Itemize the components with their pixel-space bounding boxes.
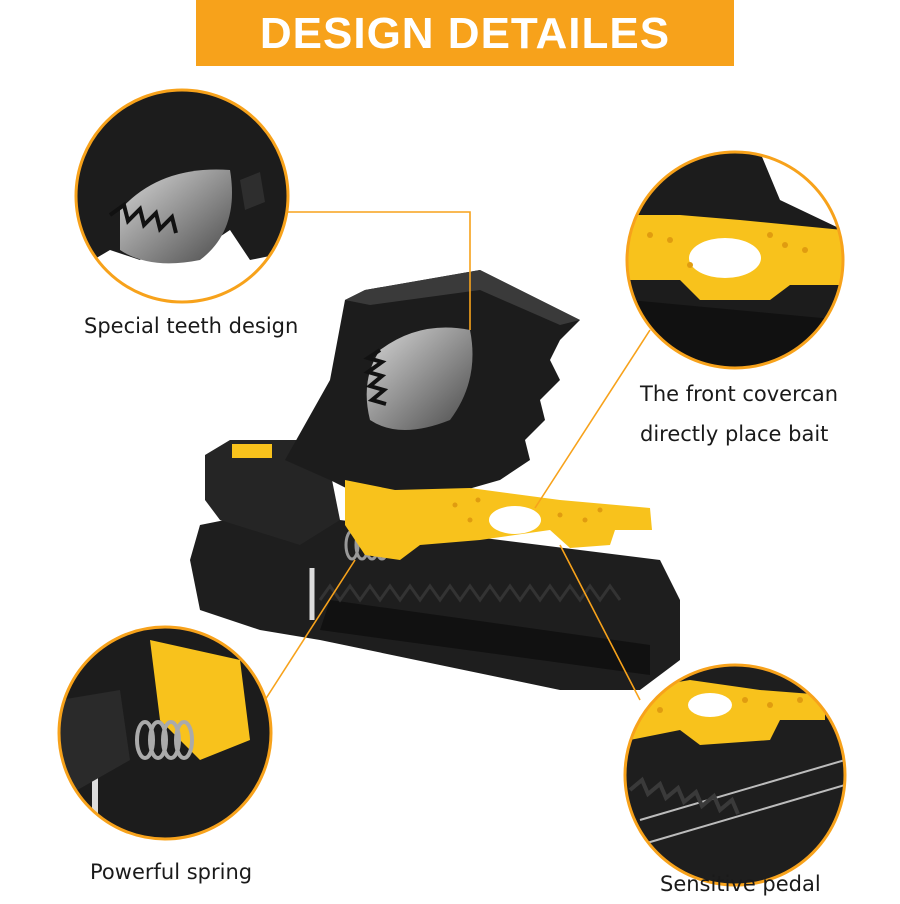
- main-trap: [190, 270, 680, 690]
- caption-cover-line2: directly place bait: [640, 422, 829, 446]
- caption-pedal: Sensitive pedal: [660, 872, 821, 896]
- zoom-circle-pedal: [623, 663, 847, 887]
- title-banner: DESIGN DETAILES: [196, 0, 734, 66]
- zoom-circle-spring: [57, 625, 273, 841]
- zoom-circle-teeth: [74, 88, 290, 304]
- zoom-circle-cover: [625, 150, 845, 370]
- banner-title: DESIGN DETAILES: [259, 9, 671, 58]
- caption-cover-line1: The front covercan: [640, 382, 839, 406]
- caption-teeth: Special teeth design: [84, 314, 299, 338]
- leader-lines: [264, 211, 651, 701]
- caption-spring: Powerful spring: [90, 860, 253, 884]
